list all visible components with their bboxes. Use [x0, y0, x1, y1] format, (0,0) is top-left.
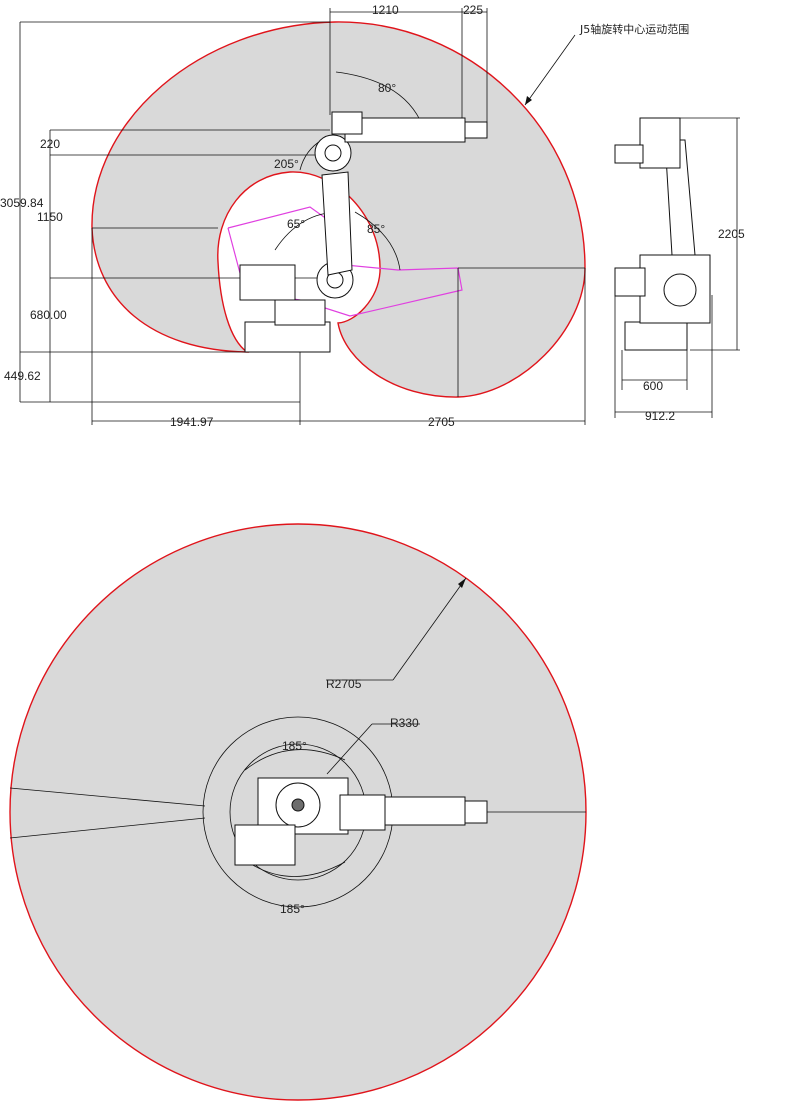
arc-80: [335, 71, 421, 121]
top-motor-block: [234, 824, 296, 866]
dim-680-label: 680.00: [30, 308, 67, 322]
robot-top-body: [234, 777, 488, 866]
arc-185-upper: [244, 749, 346, 771]
j5-leader: [524, 34, 576, 106]
dim-1210-label: 1210: [372, 3, 399, 17]
top-j3-housing: [339, 794, 386, 831]
front-base: [624, 321, 688, 351]
r330-leader: [326, 723, 373, 775]
angle-85-label: 85°: [367, 222, 385, 236]
dim-225-label: 225: [463, 3, 483, 17]
j5-leader-arrow: [525, 96, 532, 105]
front-side-motor: [614, 267, 646, 297]
angle-185-lower-label: 185°: [280, 902, 305, 916]
r2705-label: R2705: [326, 677, 362, 691]
top-rotation-limit-upper: [9, 787, 206, 807]
front-j2-motor: [663, 273, 697, 307]
robot-j3-motor: [331, 111, 363, 135]
dim-3059-label: 3059.84: [0, 196, 44, 210]
r2705-leader: [392, 577, 467, 681]
robot-side-body: [239, 111, 488, 353]
dim-912-label: 912.2: [645, 409, 675, 423]
arc-185-lower: [244, 859, 346, 877]
dim-2205-label: 2205: [718, 227, 745, 241]
r2705-arrow: [458, 578, 466, 588]
robot-lower-arm: [321, 171, 353, 276]
j5-motion-range-label: J5轴旋转中心运动范围: [579, 22, 689, 36]
dim-2705-label: 2705: [428, 415, 455, 429]
dim-600-label: 600: [643, 379, 663, 393]
side-view: 1210 225 J5轴旋转中心运动范围 80° 205° 65° 85° 22…: [0, 3, 689, 429]
dim-449-label: 449.62: [4, 369, 41, 383]
front-view: 2205 600 912.2: [614, 117, 745, 423]
top-center-hub: [291, 798, 305, 812]
robot-base: [244, 321, 331, 353]
robot-motor-housing: [239, 264, 296, 301]
r330-label: R330: [390, 716, 419, 730]
angle-80-label: 80°: [378, 81, 396, 95]
dim-220-label: 220: [40, 137, 60, 151]
angle-185-upper-label: 185°: [282, 739, 307, 753]
front-upper-housing: [639, 117, 681, 169]
top-wrist: [464, 800, 488, 824]
robot-upper-arm: [344, 117, 466, 143]
dim-1150-label: 1150: [37, 210, 63, 224]
angle-205-label: 205°: [274, 157, 299, 171]
top-rotation-limit-lower: [9, 817, 206, 839]
front-wrist-motor: [614, 144, 644, 164]
top-view: R2705 R330 185° 185°: [9, 523, 587, 1101]
top-upper-arm: [384, 796, 466, 826]
angle-65-label: 65°: [287, 217, 305, 231]
robot-j3-hub: [324, 144, 342, 162]
robot-wrist: [464, 121, 488, 139]
arc-85: [354, 211, 401, 271]
robot-turret: [274, 299, 326, 326]
dim-1941-label: 1941.97: [170, 415, 214, 429]
